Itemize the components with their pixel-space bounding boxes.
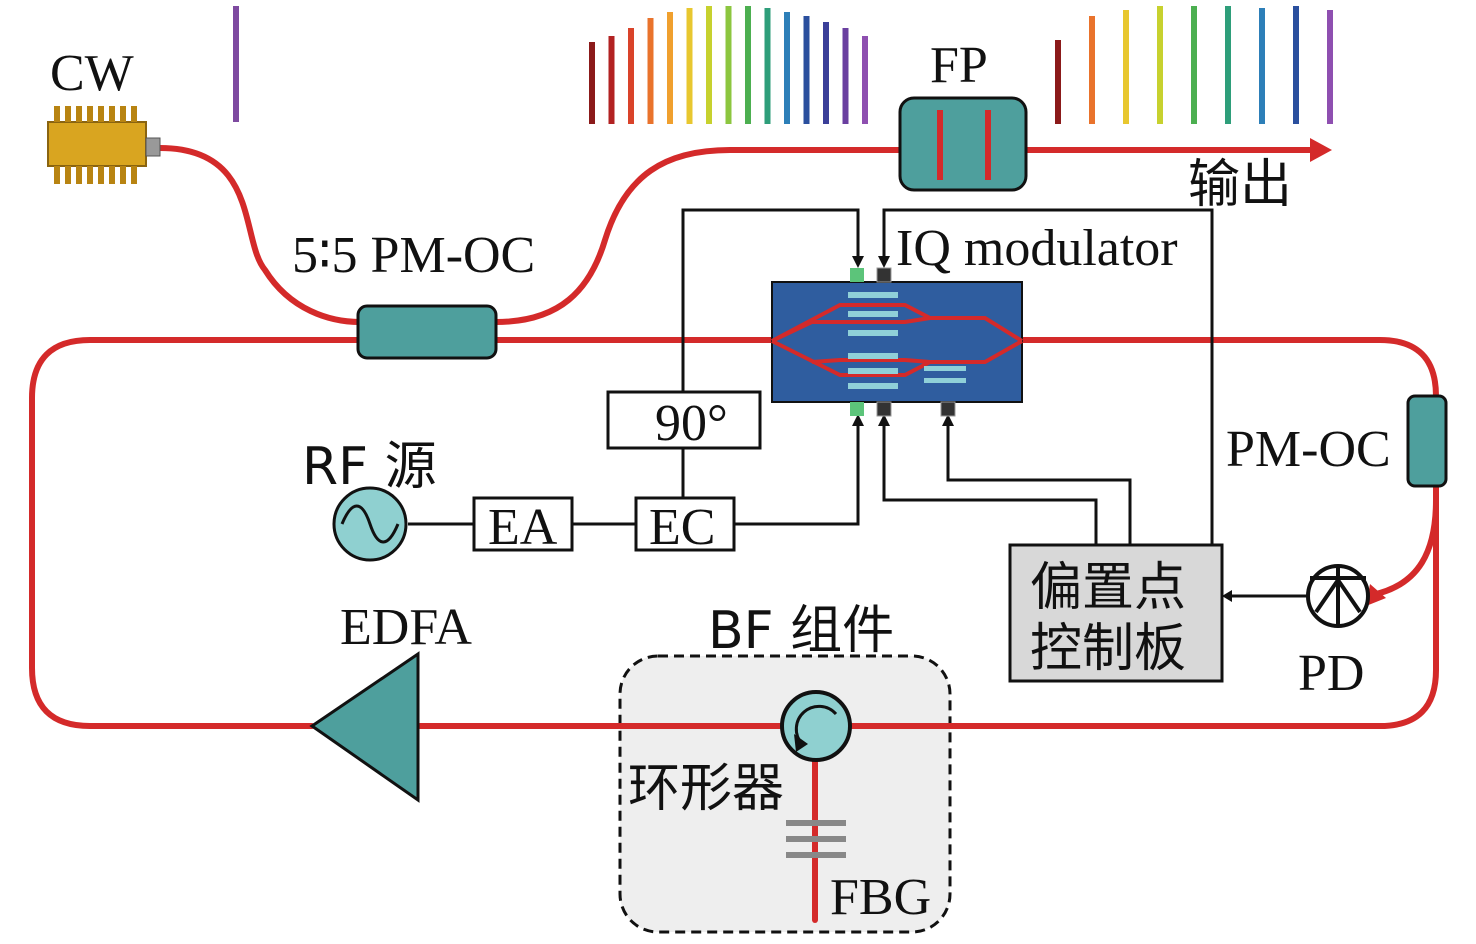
circulator-arrow-icon bbox=[780, 690, 852, 762]
fiber-pmoc-to-pd bbox=[1369, 497, 1439, 598]
ea-label: EA bbox=[488, 499, 558, 556]
pm-oc-tap: PM-OC bbox=[1226, 394, 1448, 488]
fiber-coupler-to-fp bbox=[493, 147, 903, 325]
laser-diode-icon bbox=[47, 106, 161, 184]
edfa-label: EDFA bbox=[340, 599, 472, 656]
comb-spectrum-input bbox=[589, 6, 868, 124]
fp-filter: FP bbox=[898, 37, 1028, 192]
pd-input-arrow-icon bbox=[1366, 584, 1386, 606]
coupler-55: 5∶5 PM-OC bbox=[292, 227, 535, 360]
circulator-label: 环形器 bbox=[628, 759, 784, 819]
edfa-amplifier: EDFA bbox=[309, 599, 472, 803]
rf-source: RF 源 bbox=[302, 437, 437, 562]
fiber-cw-to-coupler bbox=[157, 145, 363, 325]
bias-control-board: 偏置点 控制板 bbox=[1008, 543, 1224, 683]
circulator: 环形器 bbox=[628, 690, 852, 819]
electrical-arrowheads bbox=[852, 256, 1232, 602]
pd-label: PD bbox=[1298, 645, 1364, 702]
ec-label: EC bbox=[649, 499, 715, 556]
ea-block: EA bbox=[472, 496, 574, 556]
fiber-ring-top bbox=[29, 337, 363, 729]
fbg-grating: FBG bbox=[786, 820, 931, 926]
phase-90-label: 90° bbox=[655, 395, 728, 452]
phase-shifter-90: 90° bbox=[606, 390, 762, 452]
photodiode-icon bbox=[1306, 564, 1370, 628]
sine-wave-icon bbox=[332, 486, 408, 562]
coupler-55-label: 5∶5 PM-OC bbox=[292, 227, 535, 284]
bias-board-line2: 控制板 bbox=[1030, 619, 1186, 679]
cw-laser: CW bbox=[47, 45, 161, 184]
photodetector: PD bbox=[1298, 564, 1370, 702]
amplifier-triangle-icon bbox=[309, 651, 420, 803]
cw-label: CW bbox=[50, 45, 134, 102]
pm-oc-label: PM-OC bbox=[1226, 421, 1391, 478]
iq-modulator-label: IQ modulator bbox=[896, 220, 1178, 277]
bf-module-label: BF 组件 bbox=[708, 601, 894, 661]
ec-block: EC bbox=[634, 496, 736, 556]
fbg-label: FBG bbox=[830, 869, 931, 926]
rf-source-label: RF 源 bbox=[302, 437, 437, 497]
bias-board-line1: 偏置点 bbox=[1030, 558, 1186, 618]
output-label: 输出 bbox=[1188, 155, 1292, 215]
iq-modulator: IQ modulator bbox=[771, 220, 1178, 417]
fp-label: FP bbox=[930, 37, 988, 94]
electrical-wiring bbox=[408, 208, 1308, 598]
comb-spectrum-output bbox=[1055, 6, 1333, 124]
output-arrow-icon bbox=[1310, 138, 1332, 162]
